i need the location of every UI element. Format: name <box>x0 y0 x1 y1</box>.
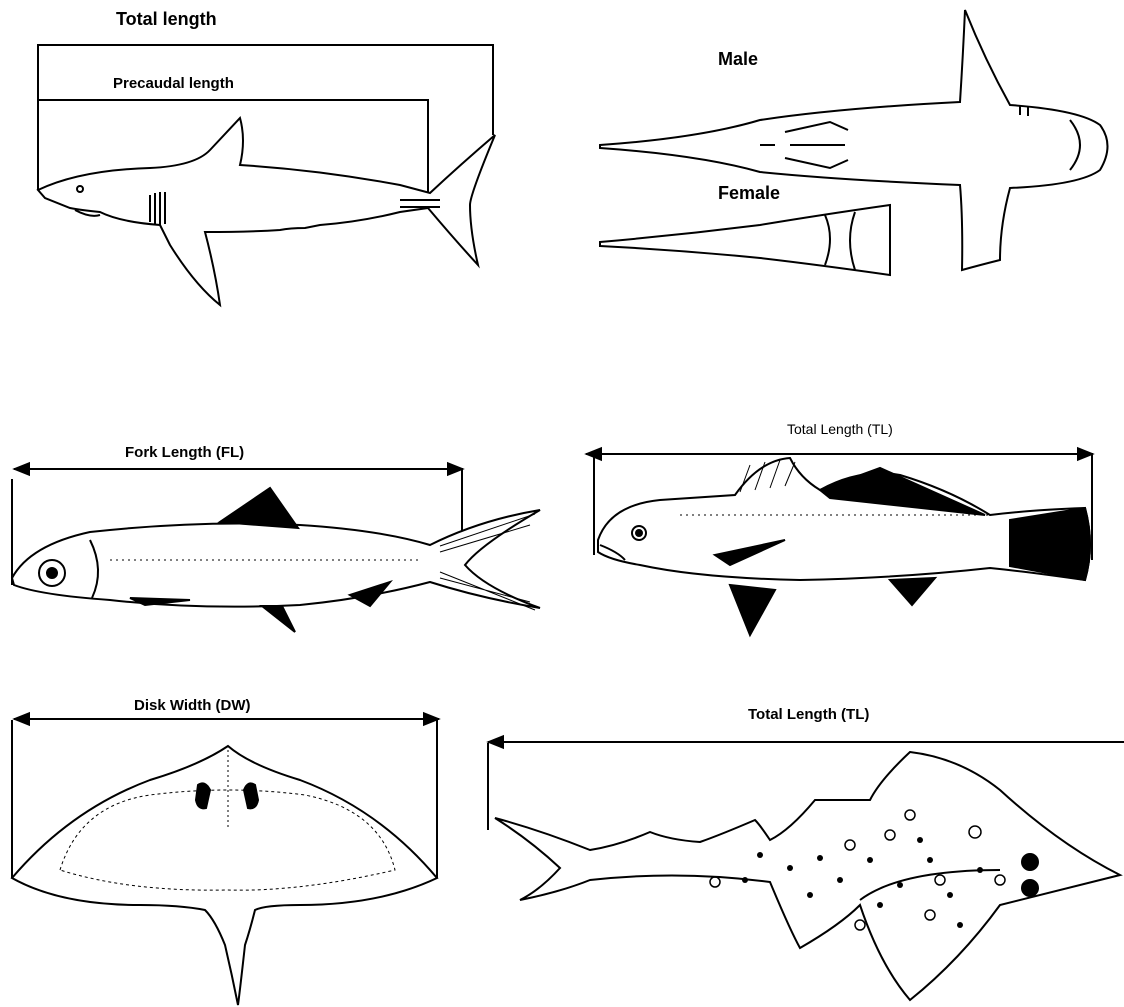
ray-illustration <box>12 746 437 1005</box>
round-tail-fish-illustration <box>598 458 1090 635</box>
female-label: Female <box>718 183 780 204</box>
total-length-measurement-fish <box>586 454 1093 635</box>
shark-side-illustration <box>38 118 495 305</box>
shark-side-measurement <box>38 45 495 305</box>
precaudal-length-label: Precaudal length <box>113 75 234 92</box>
guitarfish-illustration <box>495 752 1120 1000</box>
male-label: Male <box>718 49 758 70</box>
disk-width-label: Disk Width (DW) <box>134 697 251 714</box>
guitarfish-total-length-measurement <box>488 742 1124 1000</box>
fork-length-measurement <box>12 469 540 632</box>
disk-width-measurement <box>12 719 439 1005</box>
guitarfish-total-length-label: Total Length (TL) <box>748 706 869 723</box>
fork-length-label: Fork Length (FL) <box>125 444 244 461</box>
total-length-tl-label: Total Length (TL) <box>787 421 893 437</box>
shark-ventral-female <box>600 205 890 275</box>
fork-fish-illustration <box>12 488 540 632</box>
total-length-label: Total length <box>116 9 217 30</box>
